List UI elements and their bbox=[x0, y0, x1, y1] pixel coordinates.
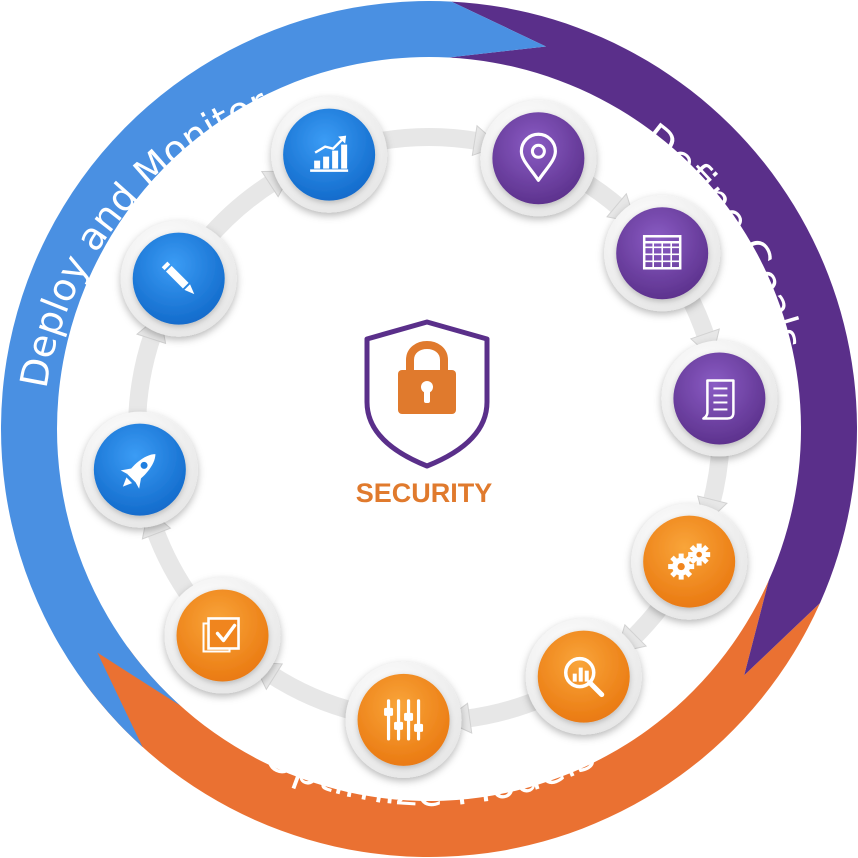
calendar-grid-icon bbox=[642, 235, 682, 270]
step-node bbox=[525, 618, 642, 735]
bar-chart-icon bbox=[310, 135, 349, 172]
rocket-icon bbox=[120, 454, 156, 489]
checklist-icon bbox=[202, 617, 240, 653]
ring-segment-define-goals bbox=[448, 1, 857, 676]
padlock-icon bbox=[398, 341, 456, 414]
location-pin-icon bbox=[519, 132, 557, 182]
sliders-icon bbox=[384, 699, 424, 741]
step-node bbox=[120, 220, 237, 337]
center-security: SECURITY bbox=[356, 319, 493, 508]
step-node bbox=[661, 340, 778, 457]
step-node-badge bbox=[537, 630, 630, 723]
connector-arc bbox=[265, 666, 361, 722]
center-label: SECURITY bbox=[356, 478, 493, 508]
connector-arc bbox=[198, 173, 280, 248]
step-node bbox=[480, 100, 597, 217]
connector-arc bbox=[128, 331, 162, 425]
step-node bbox=[631, 503, 748, 620]
step-node-badge bbox=[673, 352, 766, 445]
connector-arc bbox=[371, 128, 482, 152]
step-nodes bbox=[81, 96, 778, 778]
gears-icon bbox=[668, 543, 711, 580]
step-node-badge bbox=[357, 673, 450, 766]
magnify-chart-icon bbox=[563, 656, 605, 698]
ring-segment-optimize-models bbox=[58, 578, 820, 857]
ring-segment-deploy-monitor bbox=[1, 0, 546, 748]
pencil-icon bbox=[161, 261, 195, 295]
step-node bbox=[604, 195, 721, 312]
step-node bbox=[81, 411, 198, 528]
step-node bbox=[271, 96, 388, 213]
document-scroll-icon bbox=[702, 379, 735, 420]
step-node bbox=[164, 577, 281, 694]
step-node-badge bbox=[283, 108, 376, 201]
step-node bbox=[345, 661, 462, 778]
